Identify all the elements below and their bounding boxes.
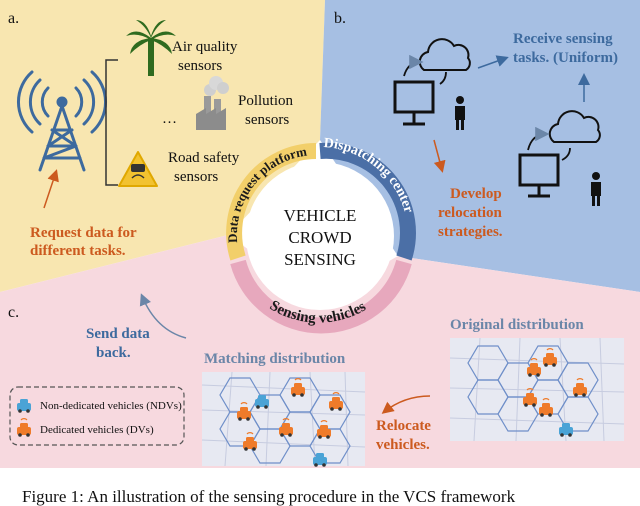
dedicated-car-icon (523, 388, 537, 407)
dedicated-car-icon (573, 378, 587, 397)
cycle-arrow-4 (561, 147, 571, 161)
pollution-label-2: sensors (245, 112, 290, 128)
legend-ndv-label: Non-dedicated vehicles (NDVs) (40, 400, 182, 412)
figure-caption: Figure 1: An illustration of the sensing… (22, 487, 516, 506)
center-label-1: VEHICLE (283, 206, 357, 225)
dedicated-car-icon (543, 348, 557, 367)
person-icon (591, 172, 601, 206)
relocate-label-1: Relocate (376, 418, 431, 434)
person-icon (455, 96, 465, 130)
send-label-2: back. (96, 345, 131, 361)
dedicated-car-icon (527, 358, 541, 377)
cycle-arrow-2 (439, 71, 447, 85)
original-distribution-label: Original distribution (450, 317, 584, 333)
center-label-3: SENSING (284, 250, 356, 269)
air-quality-label-2: sensors (178, 58, 223, 74)
legend-dv-label: Dedicated vehicles (DVs) (40, 424, 154, 436)
dedicated-car-icon (329, 392, 343, 411)
non-dedicated-car-icon (313, 453, 327, 467)
factory-icon (196, 76, 229, 130)
develop-label-1: Develop (450, 186, 502, 202)
sensor-bracket (105, 59, 118, 186)
palm-tree-icon (126, 20, 176, 76)
ring-sensing (230, 259, 412, 334)
dedicated-car-icon (279, 418, 293, 437)
ring-dispatching (319, 142, 416, 261)
develop-label-3: strategies. (438, 224, 503, 240)
cycle-arrow-3 (527, 126, 550, 151)
road-safety-label-2: sensors (174, 169, 219, 185)
vehicle-layer (17, 348, 587, 467)
air-quality-label-1: Air quality (172, 39, 238, 55)
original-distribution-map (449, 337, 625, 442)
cycle-arrow-1 (403, 54, 424, 77)
ellipsis-label: … (162, 111, 177, 127)
monitor-icon (518, 153, 560, 198)
monitor-icon (393, 80, 435, 126)
panel-c-letter: c. (8, 304, 20, 321)
warning-sign-icon (118, 151, 158, 187)
matching-distribution-label: Matching distribution (204, 351, 346, 367)
send-label-1: Send data (86, 326, 150, 342)
ring-data-request (226, 143, 317, 261)
receive-arrow (477, 55, 509, 69)
non-dedicated-car-icon (17, 399, 31, 413)
request-label-1: Request data for (30, 225, 137, 241)
receive-label-2: tasks. (Uniform) (513, 50, 618, 66)
dedicated-car-icon (291, 378, 305, 397)
dedicated-car-icon (17, 418, 31, 437)
relocate-label-2: vehicles. (376, 437, 430, 453)
center-label-2: CROWD (288, 228, 352, 247)
dedicated-car-icon (237, 402, 251, 421)
dedicated-car-icon (243, 432, 257, 451)
send-arrow (139, 293, 187, 339)
panel-a-background (0, 0, 325, 292)
panel-a-letter: a. (8, 10, 20, 27)
request-arrow (43, 169, 59, 209)
panel-b-letter: b. (334, 10, 346, 27)
cloud-icon (548, 110, 601, 143)
non-dedicated-car-icon (559, 423, 573, 437)
legend-box (9, 386, 185, 446)
develop-arrow (433, 139, 446, 173)
request-label-2: different tasks. (30, 243, 126, 259)
dedicated-car-icon (317, 420, 331, 439)
develop-label-2: relocation (438, 205, 502, 221)
receive-label-1: Receive sensing (513, 31, 613, 47)
dedicated-car-icon (539, 398, 553, 417)
relocate-arrow (381, 395, 431, 414)
pollution-label-1: Pollution (238, 93, 294, 109)
non-dedicated-car-icon (255, 395, 269, 409)
road-safety-label-1: Road safety (168, 150, 240, 166)
center-circle (246, 162, 394, 310)
